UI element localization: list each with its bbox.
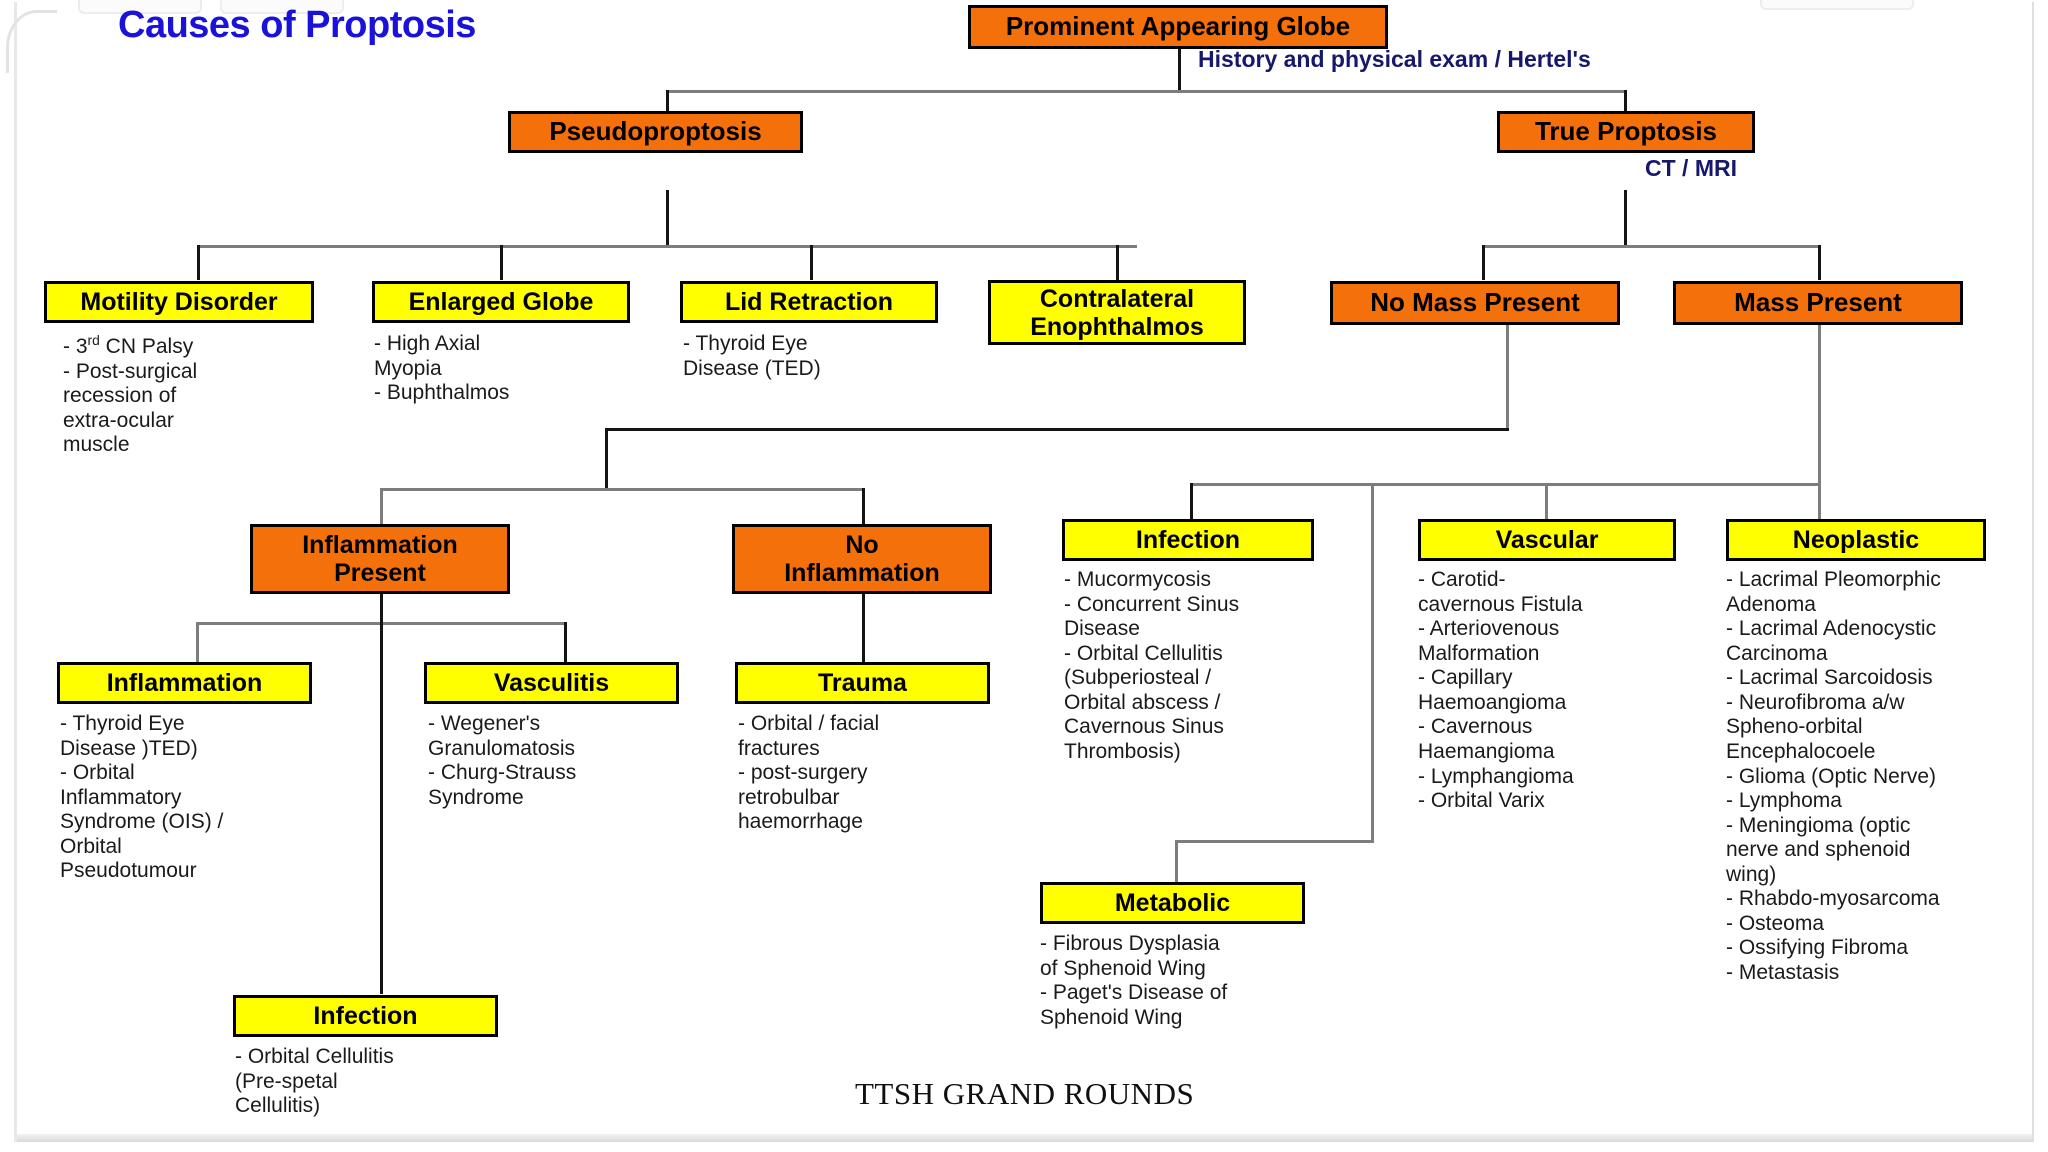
node-label: Pseudoproptosis [549, 116, 762, 147]
connector-inflammation-bus [380, 488, 863, 491]
connector-to-motility-disorder [197, 245, 200, 280]
connector-to-lid-retraction [810, 245, 813, 280]
node-prominent-appearing-globe[interactable]: Prominent Appearing Globe [968, 5, 1388, 49]
list-text: - Wegener's Granulomatosis - Churg-Strau… [428, 712, 577, 809]
connector-to-neoplastic [1818, 483, 1821, 519]
connector-true-proptosis-bus [1482, 245, 1820, 248]
connector-infection-bottom-run [380, 594, 383, 994]
node-label: Vascular [1495, 526, 1599, 554]
node-label: Mass Present [1734, 287, 1902, 318]
connector-to-no-inflammation [862, 488, 865, 524]
node-lid-retraction[interactable]: Lid Retraction [680, 281, 938, 323]
list-text: - Mucormycosis - Concurrent Sinus Diseas… [1064, 568, 1240, 763]
list-trauma: - Orbital / facial fractures - post-surg… [738, 712, 988, 835]
node-label: Neoplastic [1792, 526, 1920, 554]
node-contralateral-enophthalmos[interactable]: Contralateral Enophthalmos [988, 280, 1246, 345]
connector-to-metabolic [1175, 840, 1178, 882]
node-enlarged-globe[interactable]: Enlarged Globe [372, 281, 630, 323]
list-text: - High Axial Myopia - Buphthalmos [374, 332, 510, 405]
node-metabolic[interactable]: Metabolic [1040, 882, 1305, 924]
node-motility-disorder[interactable]: Motility Disorder [44, 281, 314, 323]
list-text: - Orbital Cellulitis (Pre-spetal Celluli… [235, 1045, 394, 1118]
connector-to-vascular [1545, 483, 1548, 519]
connector-root-down [1178, 46, 1181, 92]
connector-metabolic-run-down [1371, 483, 1374, 843]
connector-to-contralateral-enophthalmos [1116, 245, 1119, 280]
connector-to-mass [1818, 245, 1821, 280]
ghost-tab-left [78, 0, 202, 14]
list-text: - Thyroid Eye Disease (TED) [683, 332, 821, 380]
connector-no-mass-down [1506, 325, 1509, 430]
connector-to-inflammation-present [380, 488, 383, 524]
connector-pseudoproptosis-down [666, 190, 669, 247]
node-no-inflammation[interactable]: No Inflammation [732, 524, 992, 594]
connector-to-no-mass [1482, 245, 1485, 280]
node-label: Inflammation Present [302, 531, 458, 587]
page-curl-decoration [6, 10, 57, 73]
connector-to-inflammation-box [196, 622, 199, 662]
node-label: Metabolic [1114, 889, 1231, 917]
connector-to-vasculitis [564, 622, 567, 662]
ghost-tab-mid [220, 0, 344, 14]
list-text: - Orbital / facial fractures - post-surg… [738, 712, 880, 834]
node-vascular[interactable]: Vascular [1418, 519, 1676, 561]
list-text: - Fibrous Dysplasia of Sphenoid Wing - P… [1040, 932, 1228, 1029]
list-infection-mass: - Mucormycosis - Concurrent Sinus Diseas… [1064, 568, 1329, 765]
node-inflammation-present[interactable]: Inflammation Present [250, 524, 510, 594]
node-label: Trauma [818, 669, 907, 697]
list-vasculitis: - Wegener's Granulomatosis - Churg-Strau… [428, 712, 678, 810]
node-label: No Inflammation [784, 531, 940, 587]
connector-to-trauma [862, 594, 865, 662]
node-neoplastic[interactable]: Neoplastic [1726, 519, 1986, 561]
node-trauma[interactable]: Trauma [735, 662, 990, 704]
list-neoplastic: - Lacrimal Pleomorphic Adenoma - Lacrima… [1726, 568, 2036, 986]
node-label: Infection [313, 1002, 418, 1030]
node-label: Enlarged Globe [408, 288, 594, 316]
edge-label-history-exam: History and physical exam / Hertel's [1198, 46, 1591, 72]
list-text: - Carotid- cavernous Fistula - Arteriove… [1418, 568, 1583, 813]
ghost-tab-right [1760, 0, 1914, 10]
connector-no-mass-run [605, 428, 1509, 431]
node-inflammation[interactable]: Inflammation [57, 662, 312, 704]
connector-metabolic-run-left [1175, 840, 1374, 843]
node-no-mass-present[interactable]: No Mass Present [1330, 281, 1620, 325]
node-label: Contralateral Enophthalmos [1030, 284, 1204, 341]
list-text: - 3rd CN Palsy - Post-surgical recession… [63, 332, 198, 457]
edge-label-ct-mri: CT / MRI [1645, 155, 1737, 181]
node-label: No Mass Present [1370, 287, 1580, 318]
node-label: Inflammation [106, 669, 263, 697]
node-infection-bottom[interactable]: Infection [233, 995, 498, 1037]
list-text: - Thyroid Eye Disease )TED) - Orbital In… [60, 712, 224, 883]
node-label: Lid Retraction [724, 288, 894, 316]
list-lid-retraction: - Thyroid Eye Disease (TED) [683, 332, 933, 381]
node-label: Motility Disorder [80, 288, 278, 316]
node-infection-mass[interactable]: Infection [1062, 519, 1314, 561]
connector-no-mass-drop [605, 428, 608, 490]
list-motility-disorder: - 3rd CN Palsy - Post-surgical recession… [63, 332, 313, 458]
node-pseudoproptosis[interactable]: Pseudoproptosis [508, 111, 803, 153]
connector-true-proptosis-down [1624, 190, 1627, 247]
connector-to-infection-mass [1190, 483, 1193, 519]
connector-mass-bus [1190, 483, 1821, 486]
page-title: Causes of Proptosis [118, 4, 476, 46]
node-mass-present[interactable]: Mass Present [1673, 281, 1963, 325]
connector-level1-bus [666, 90, 1626, 93]
node-label: Prominent Appearing Globe [1005, 11, 1351, 42]
node-label: True Proptosis [1534, 116, 1718, 147]
connector-mass-down [1818, 325, 1821, 485]
node-vasculitis[interactable]: Vasculitis [424, 662, 679, 704]
connector-to-enlarged-globe [500, 245, 503, 280]
list-enlarged-globe: - High Axial Myopia - Buphthalmos [374, 332, 624, 406]
list-infection-bottom: - Orbital Cellulitis (Pre-spetal Celluli… [235, 1045, 495, 1119]
footer-label: TTSH GRAND ROUNDS [855, 1076, 1195, 1111]
list-text: - Lacrimal Pleomorphic Adenoma - Lacrima… [1726, 568, 1941, 984]
node-label: Vasculitis [493, 669, 610, 697]
list-vascular: - Carotid- cavernous Fistula - Arteriove… [1418, 568, 1668, 814]
list-inflammation: - Thyroid Eye Disease )TED) - Orbital In… [60, 712, 310, 884]
connector-pseudoproptosis-bus [197, 245, 1137, 248]
node-true-proptosis[interactable]: True Proptosis [1497, 111, 1755, 153]
node-label: Infection [1135, 526, 1241, 554]
list-metabolic: - Fibrous Dysplasia of Sphenoid Wing - P… [1040, 932, 1320, 1030]
